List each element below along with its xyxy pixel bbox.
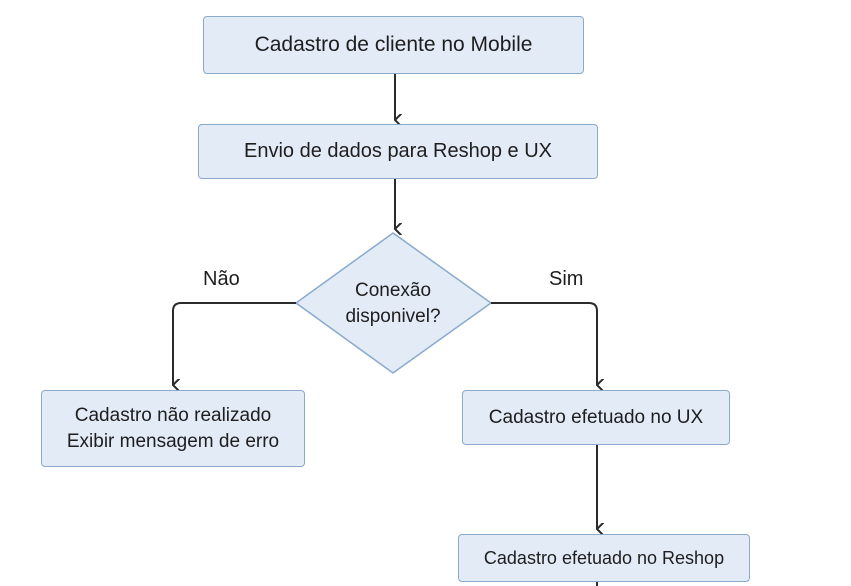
node-send-data-label: Envio de dados para Reshop e UX <box>244 140 552 162</box>
decision-label-line2: disponivel? <box>345 306 441 327</box>
node-registered-ux-label: Cadastro efetuado no UX <box>488 406 704 428</box>
node-registered-reshop-label: Cadastro efetuado no Reshop <box>483 547 725 568</box>
node-registered-ux: Cadastro efetuado no UX <box>462 390 730 445</box>
connector-decision-to-ux <box>491 302 597 385</box>
node-registration-failed: Cadastro não realizado Exibir mensagem d… <box>41 390 305 467</box>
node-start: Cadastro de cliente no Mobile <box>203 16 584 74</box>
node-start-label: Cadastro de cliente no Mobile <box>254 32 533 56</box>
decision-label-line1: Conexão <box>354 280 432 302</box>
connector-decision-to-fail <box>172 302 296 385</box>
node-registration-failed-line1: Cadastro não realizado <box>74 404 272 426</box>
edge-label-no: Não <box>203 268 240 290</box>
edge-label-yes: Sim <box>549 268 584 290</box>
node-send-data: Envio de dados para Reshop e UX <box>198 124 598 179</box>
node-registered-reshop: Cadastro efetuado no Reshop <box>458 534 750 582</box>
decision-label: Conexão disponivel? <box>318 262 468 346</box>
node-registration-failed-line2: Exibir mensagem de erro <box>66 430 280 452</box>
decision-diamond <box>294 232 493 374</box>
